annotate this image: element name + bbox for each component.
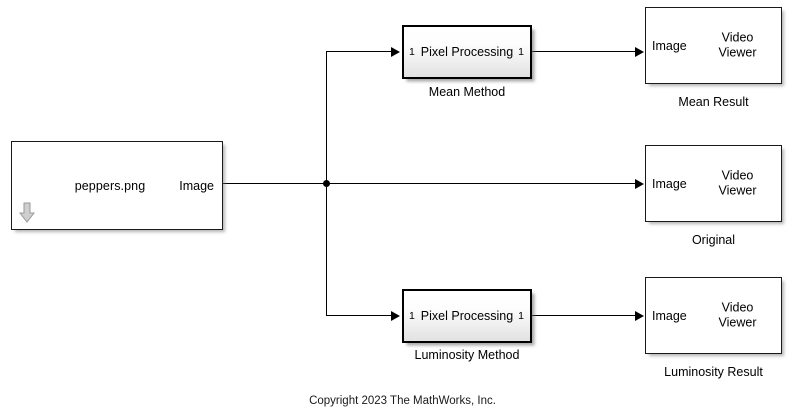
original-name-line1: Video — [721, 167, 754, 182]
luminosity-method-input-port-label: 1 — [409, 310, 415, 322]
signal-to-original-viewer[interactable] — [326, 183, 636, 184]
mean-method-output-port-label: 1 — [518, 46, 524, 58]
subsystem-block-luminosity-method[interactable]: 1 Pixel Processing 1 — [402, 289, 532, 343]
mean-method-title: Pixel Processing — [420, 45, 514, 59]
mean-result-name-line1: Video — [721, 29, 754, 44]
luminosity-result-name-line1: Video — [721, 299, 754, 314]
luminosity-result-input-port-label: Image — [652, 308, 687, 323]
signal-to-mean-method[interactable] — [326, 51, 392, 52]
arrowhead-mean-result-in — [635, 47, 644, 57]
mean-result-input-port-label: Image — [652, 38, 687, 53]
mean-result-block-name: Video Viewer — [698, 30, 777, 61]
signal-to-luminosity-method[interactable] — [326, 315, 392, 316]
copyright-text: Copyright 2023 The MathWorks, Inc. — [309, 395, 496, 407]
caption-mean-method: Mean Method — [428, 85, 506, 99]
arrowhead-original-viewer-in — [635, 179, 644, 189]
arrowhead-luminosity-result-in — [635, 311, 644, 321]
mean-method-input-port-label: 1 — [409, 46, 415, 58]
arrowhead-mean-method-in — [391, 47, 400, 57]
subsystem-block-mean-method[interactable]: 1 Pixel Processing 1 — [402, 25, 532, 79]
original-input-port-label: Image — [652, 176, 687, 191]
luminosity-result-name-line2: Viewer — [718, 315, 757, 330]
source-output-port-label: Image — [179, 178, 214, 193]
viewer-block-luminosity-result[interactable]: Image Video Viewer — [645, 277, 782, 354]
signal-source-to-junction[interactable] — [223, 183, 329, 184]
down-arrow-icon — [18, 202, 36, 224]
luminosity-method-title: Pixel Processing — [420, 309, 514, 323]
caption-luminosity-method: Luminosity Method — [414, 348, 520, 362]
viewer-block-original[interactable]: Image Video Viewer — [645, 145, 782, 222]
luminosity-method-output-port-label: 1 — [518, 310, 524, 322]
signal-mean-method-to-viewer[interactable] — [532, 51, 636, 52]
mean-result-name-line2: Viewer — [718, 45, 757, 60]
caption-luminosity-result: Luminosity Result — [664, 365, 763, 379]
luminosity-result-block-name: Video Viewer — [698, 300, 777, 331]
caption-original: Original — [691, 233, 736, 247]
source-block-peppers[interactable]: peppers.png Image — [11, 141, 223, 230]
signal-luminosity-method-to-viewer[interactable] — [532, 315, 636, 316]
original-block-name: Video Viewer — [698, 168, 777, 199]
original-name-line2: Viewer — [718, 183, 757, 198]
caption-mean-result: Mean Result — [678, 95, 749, 109]
arrowhead-luminosity-method-in — [391, 311, 400, 321]
viewer-block-mean-result[interactable]: Image Video Viewer — [645, 7, 782, 84]
source-block-label: peppers.png — [74, 178, 146, 193]
signal-junction-dot[interactable] — [323, 180, 330, 187]
